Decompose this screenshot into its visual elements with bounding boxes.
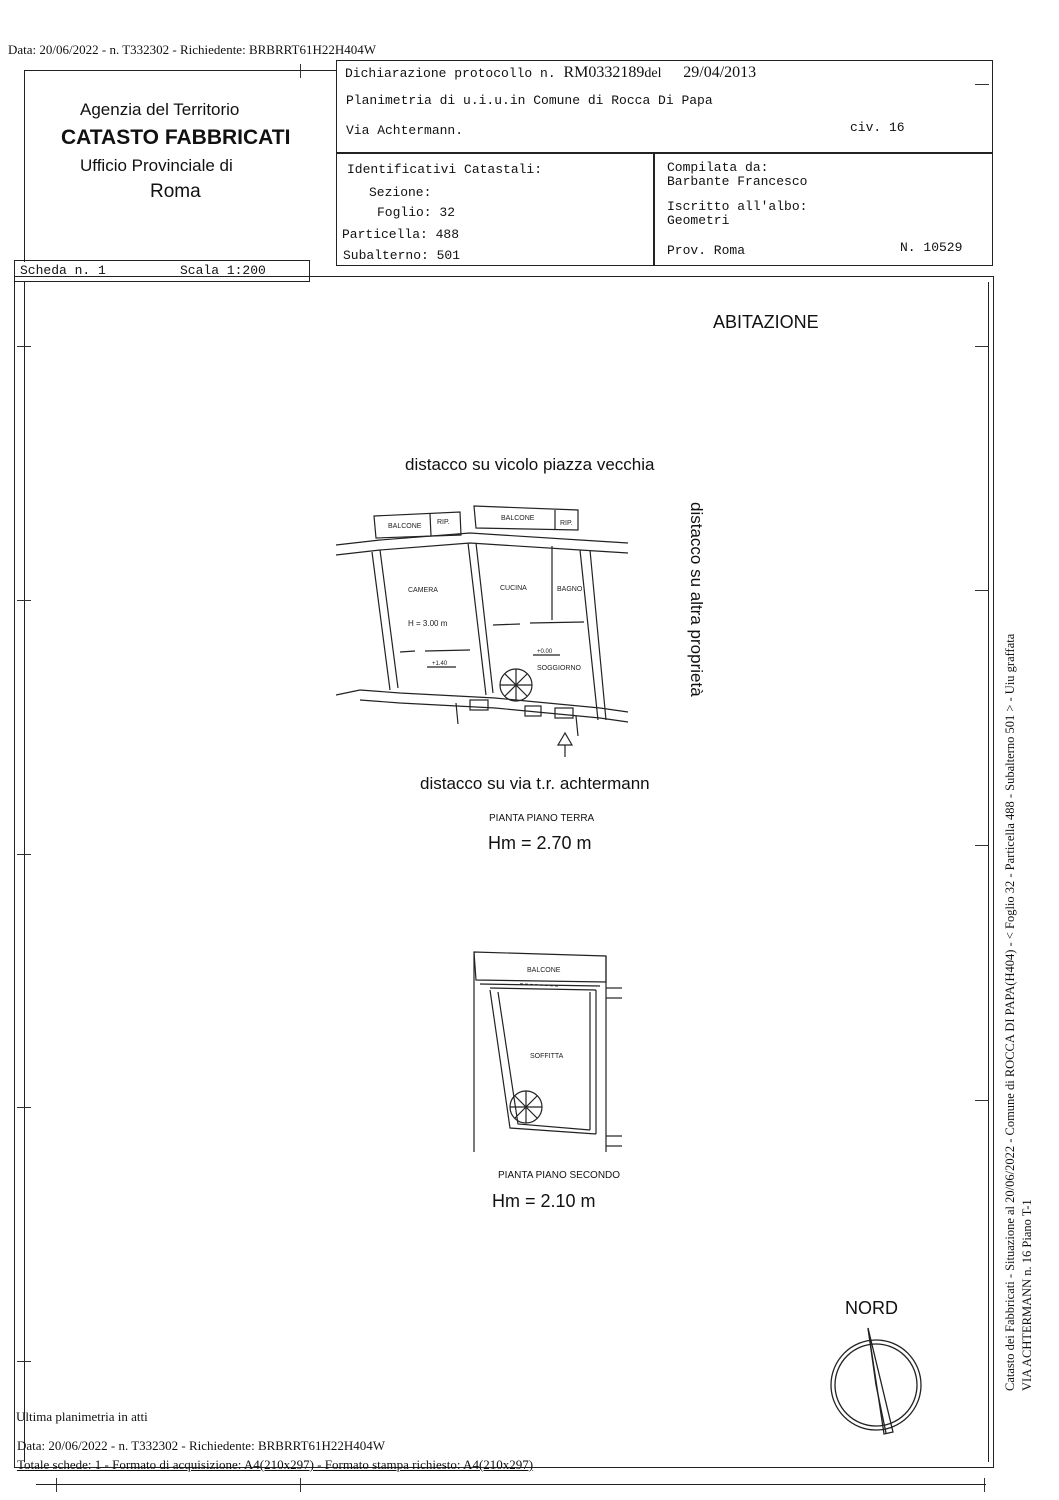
identifiers-box xyxy=(336,153,654,266)
protocol-date: 29/04/2013 xyxy=(683,64,757,81)
drawing-title: ABITAZIONE xyxy=(713,312,819,332)
province-label: Prov. Roma xyxy=(667,243,746,258)
south-side-label: distacco su via t.r. achtermann xyxy=(420,774,650,793)
civic-number: civ. 16 xyxy=(850,120,905,135)
register-mark xyxy=(975,1100,989,1101)
compiler-box xyxy=(654,153,993,266)
planimetria-line: Planimetria di u.i.u.in Comune di Rocca … xyxy=(346,93,713,108)
foglio-field: Foglio: 32 xyxy=(377,205,456,220)
subalterno-field: Subalterno: 501 xyxy=(343,248,461,263)
protocol-number: RM0332189 xyxy=(563,64,645,81)
scheda-scale: Scala 1:200 xyxy=(180,263,266,278)
frame-top-left xyxy=(24,70,336,71)
ground-floor-height: Hm = 2.70 m xyxy=(488,833,592,853)
protocol-label: Dichiarazione protocollo n. xyxy=(345,66,556,81)
east-side-label: distacco su altra proprietà xyxy=(687,502,706,697)
register-mark xyxy=(300,1478,301,1492)
north-side-label: distacco su vicolo piazza vecchia xyxy=(405,455,655,474)
protocol-line: Dichiarazione protocollo n. RM0332189del… xyxy=(345,64,756,82)
footer-rule xyxy=(36,1484,986,1485)
drawing-frame-inner-left xyxy=(24,282,25,1462)
ufficio-city: Roma xyxy=(150,181,201,202)
register-mark xyxy=(17,1361,31,1362)
register-mark xyxy=(975,346,989,347)
register-mark xyxy=(17,1107,31,1108)
address-line: Via Achtermann. xyxy=(346,123,464,138)
scheda-box xyxy=(14,260,310,282)
identifiers-title: Identificativi Catastali: xyxy=(347,162,543,177)
request-line: Data: 20/06/2022 - n. T332302 - Richiede… xyxy=(8,42,376,57)
second-floor-height: Hm = 2.10 m xyxy=(492,1191,596,1211)
register-mark xyxy=(56,1478,57,1492)
drawing-frame xyxy=(14,276,994,1468)
particella-field: Particella: 488 xyxy=(342,227,460,242)
declaration-box xyxy=(336,60,993,153)
register-mark xyxy=(17,346,31,347)
second-floor-label: PIANTA PIANO SECONDO xyxy=(498,1170,621,1181)
frame-left-top xyxy=(24,70,25,262)
register-mark xyxy=(975,84,989,85)
register-mark xyxy=(300,64,301,78)
iscritto-label: Iscritto all'albo: xyxy=(667,199,808,214)
albo-number: N. 10529 xyxy=(900,240,963,255)
register-mark xyxy=(984,1478,985,1492)
side-note-line2: VIA ACHTERMANN n. 16 Piano T-1 xyxy=(1020,1199,1034,1391)
register-mark xyxy=(17,854,31,855)
ufficio-label: Ufficio Provinciale di xyxy=(80,156,233,175)
north-label: NORD xyxy=(845,1298,898,1318)
register-mark xyxy=(17,600,31,601)
protocol-del: del xyxy=(644,66,662,81)
ultima-note: Ultima planimetria in atti xyxy=(16,1409,148,1424)
register-mark xyxy=(975,845,989,846)
compiler-name: Barbante Francesco xyxy=(667,174,808,189)
side-note-line1: Catasto dei Fabbricati - Situazione al 2… xyxy=(1003,633,1017,1391)
catasto-title: CATASTO FABBRICATI xyxy=(61,126,291,149)
footer-data-line: Data: 20/06/2022 - n. T332302 - Richiede… xyxy=(17,1438,385,1453)
agency-name: Agenzia del Territorio xyxy=(80,100,240,119)
drawing-frame-inner-right xyxy=(988,282,989,1462)
footer-totale-line: Totale schede: 1 - Formato di acquisizio… xyxy=(17,1457,534,1472)
scheda-number: Scheda n. 1 xyxy=(20,263,106,278)
register-mark xyxy=(975,590,989,591)
compilata-label: Compilata da: xyxy=(667,160,769,175)
sezione-field: Sezione: xyxy=(369,185,432,200)
ground-floor-label: PIANTA PIANO TERRA xyxy=(489,813,595,824)
albo-value: Geometri xyxy=(667,213,730,228)
